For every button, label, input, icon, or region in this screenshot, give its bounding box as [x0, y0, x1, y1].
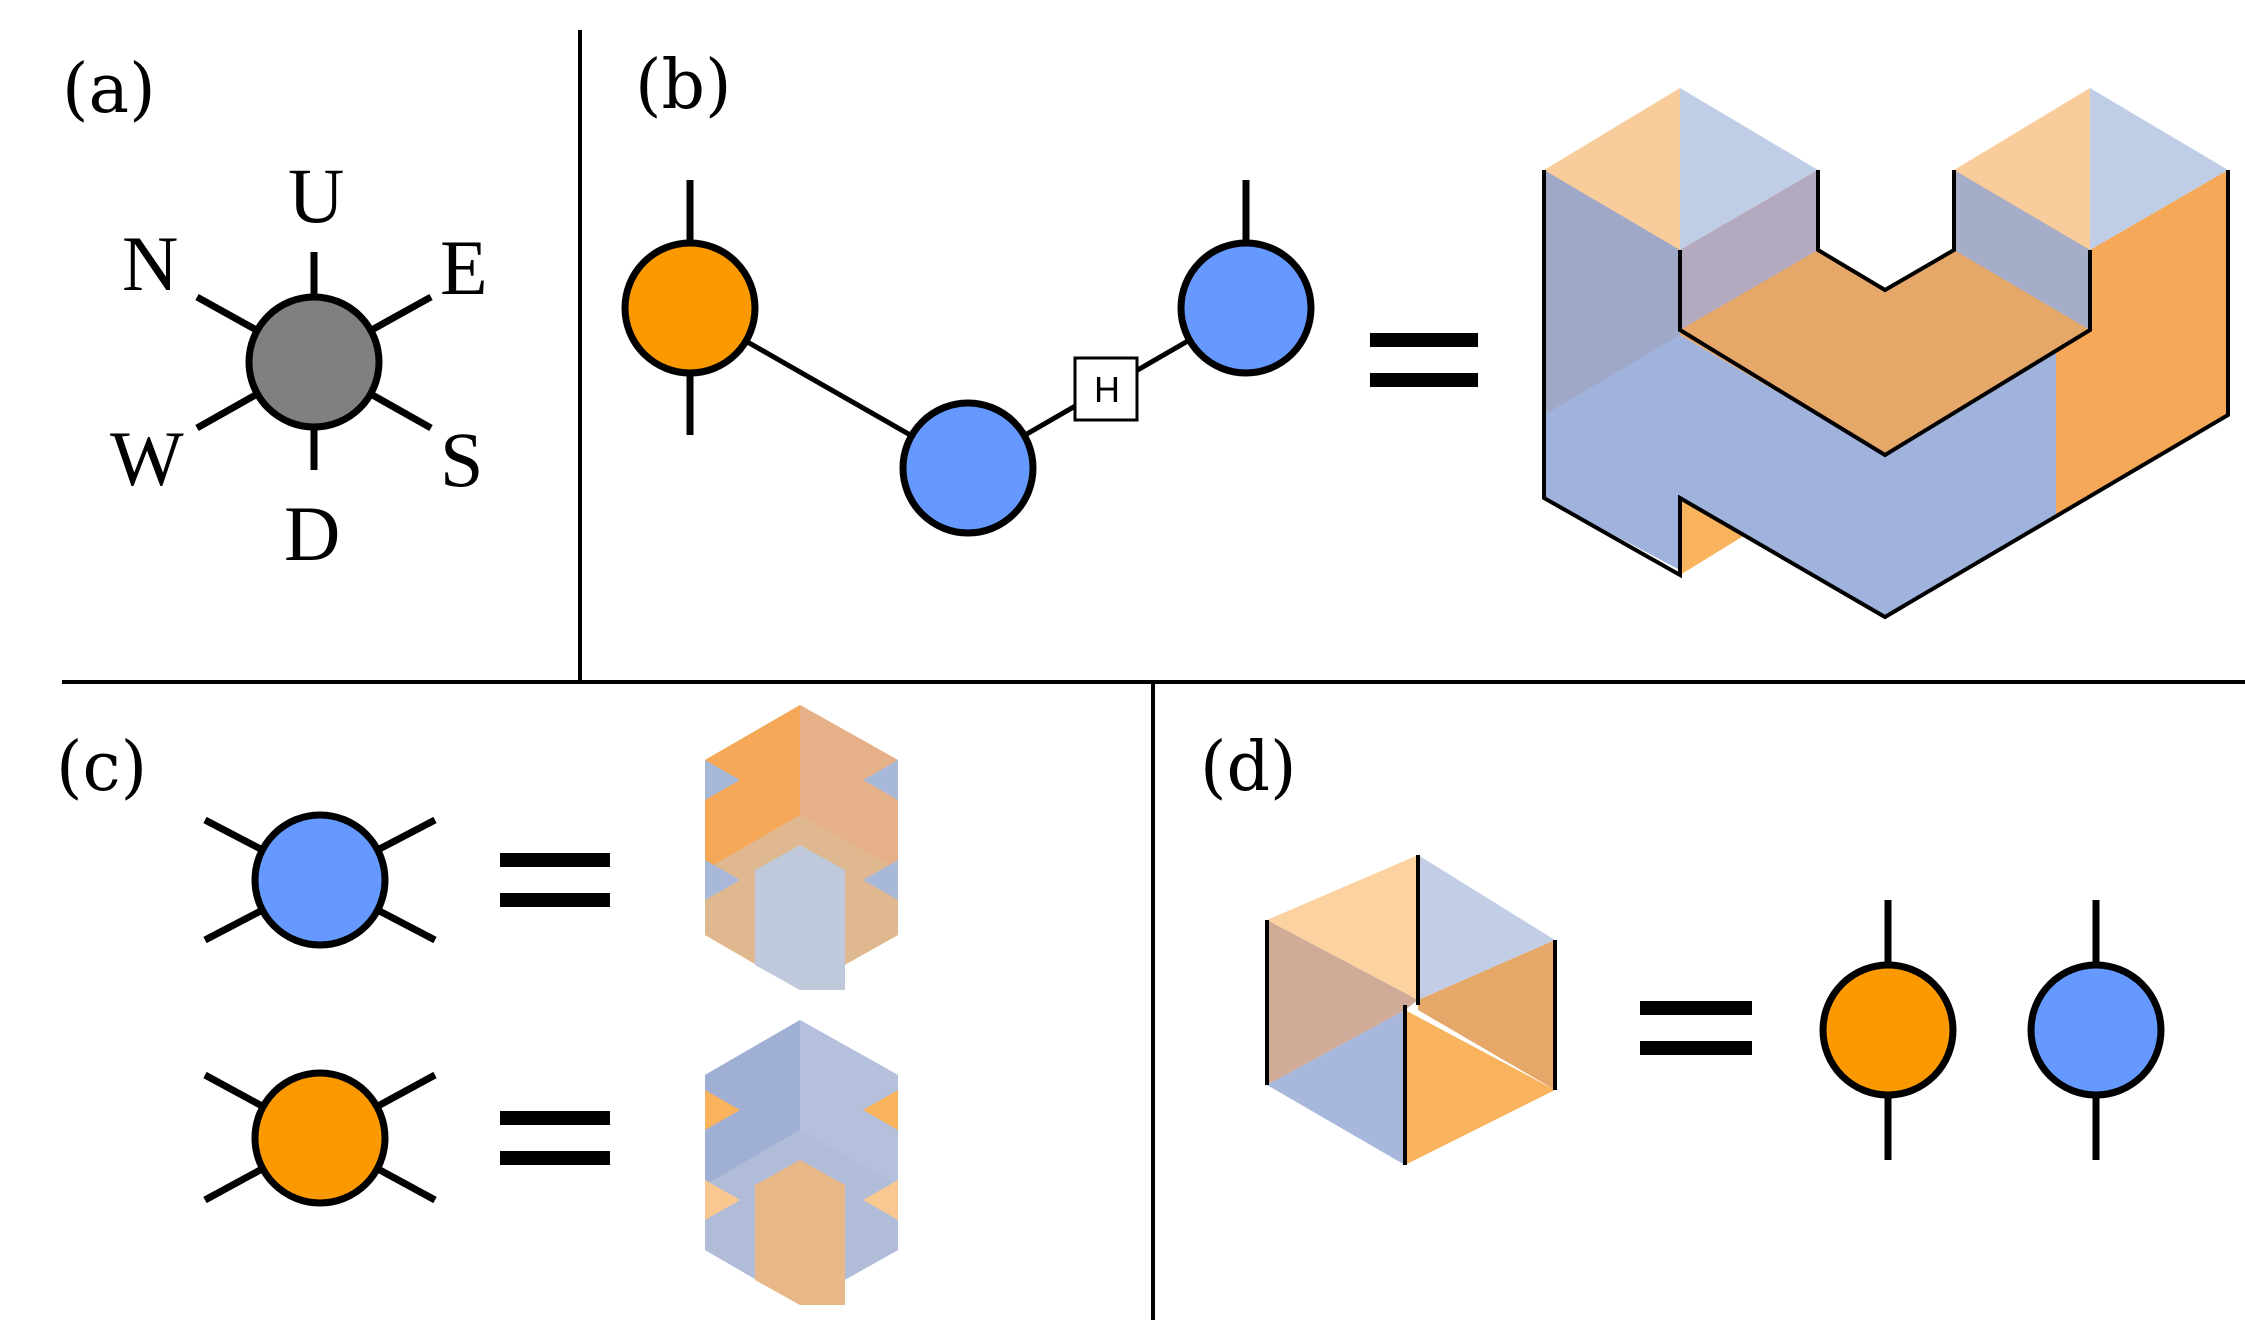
label-west: W: [110, 415, 184, 502]
equals-sign-b: [1370, 333, 1478, 387]
equals-sign-c-top: [500, 853, 610, 907]
blue-node-right: [1177, 239, 1315, 377]
panel-d-label: (d): [1200, 728, 1297, 807]
blue-node-middle: [899, 399, 1037, 537]
label-north: N: [122, 220, 178, 307]
label-east: E: [440, 224, 488, 311]
hadamard-label: H: [1094, 369, 1120, 410]
label-down: D: [284, 490, 340, 577]
orange-node-d: [1819, 961, 1957, 1099]
panel-c: (c): [56, 705, 898, 1305]
label-up: U: [288, 152, 344, 239]
block-structure-b: [1542, 88, 2230, 620]
panel-b-label: (b): [635, 46, 732, 125]
cube-orange-node: [705, 1020, 898, 1305]
panel-a: (a) U N E W S D: [62, 50, 488, 577]
panel-c-label: (c): [56, 728, 147, 807]
blue-node-c: [251, 811, 389, 949]
site-node: [245, 293, 383, 431]
orange-node-c: [251, 1069, 389, 1207]
cube-blue-node: [705, 705, 898, 990]
panel-d: (d): [1200, 728, 2165, 1165]
label-south: S: [440, 416, 483, 503]
equals-sign-d: [1640, 1001, 1752, 1055]
blue-node-d: [2027, 961, 2165, 1099]
hexagon-cube-d: [1265, 855, 1557, 1165]
equals-sign-c-bottom: [500, 1111, 610, 1165]
orange-node: [621, 239, 759, 377]
panel-b: (b) H: [621, 46, 2230, 620]
panel-a-label: (a): [62, 50, 156, 129]
hadamard-box: [1073, 356, 1139, 422]
hadamard-gate: H: [1073, 356, 1139, 422]
